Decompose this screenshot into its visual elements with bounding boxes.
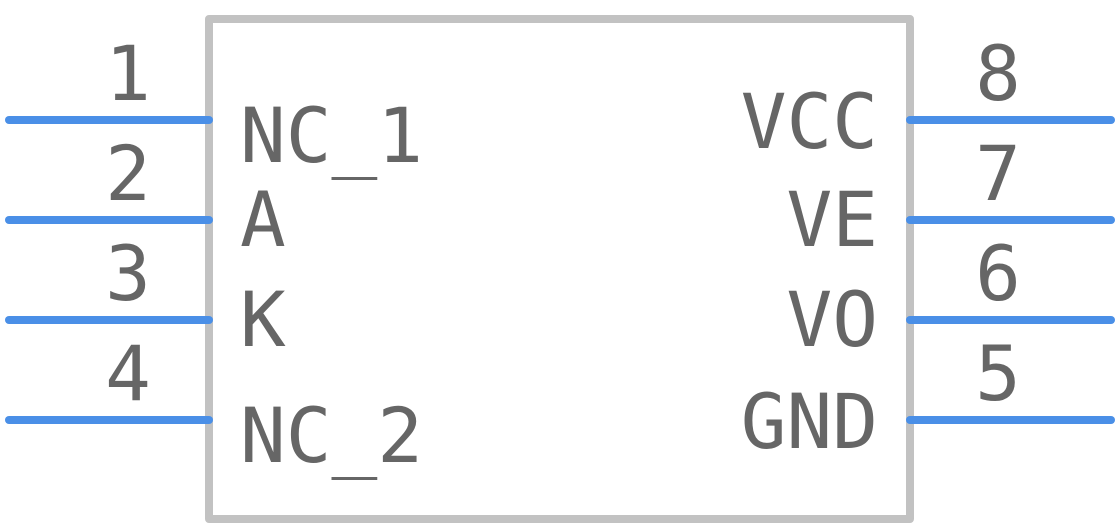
pin-5-number: 5	[975, 329, 1021, 418]
pin-8-number: 8	[975, 29, 1021, 118]
pin-8-name: VCC	[741, 77, 878, 166]
pin-1-name: NC_1	[240, 91, 423, 180]
pin-6-name: VO	[786, 275, 878, 364]
pin-5-name: GND	[741, 377, 878, 466]
pin-7-number: 7	[975, 129, 1021, 218]
pin-1-number: 1	[105, 29, 151, 118]
pin-6-number: 6	[975, 229, 1021, 318]
pin-2-number: 2	[105, 129, 151, 218]
pin-3-number: 3	[105, 229, 151, 318]
pin-7-name: VE	[786, 175, 878, 264]
component-body	[205, 15, 914, 523]
pin-3-name: K	[240, 275, 286, 364]
pin-2-name: A	[240, 175, 286, 264]
pin-4-name: NC_2	[240, 391, 423, 480]
pin-4-number: 4	[105, 329, 151, 418]
